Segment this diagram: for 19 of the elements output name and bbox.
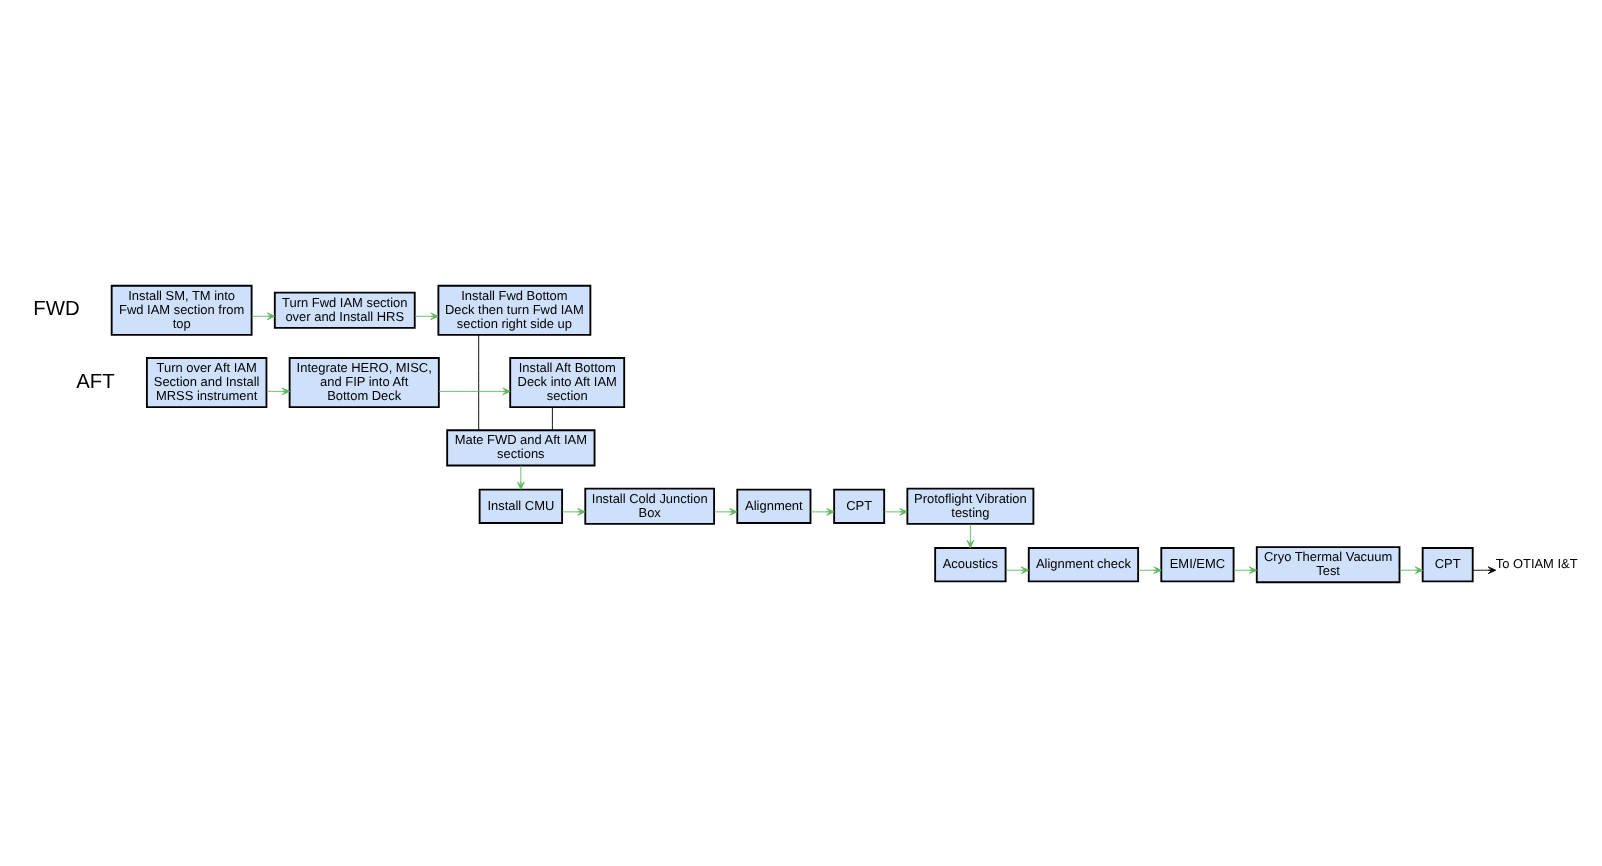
arrow [966,522,975,548]
arrow [1005,565,1030,574]
arrow [1472,565,1497,574]
arrow [810,507,835,515]
arrow [1138,565,1162,574]
arrow [561,507,586,515]
arrow [713,507,738,515]
label: FWD [33,298,80,321]
arrow [1399,565,1424,574]
arrow [883,507,908,515]
connector [478,333,480,430]
label: AFT [76,370,115,393]
connector [551,405,553,430]
arrow [414,311,439,320]
arrow [266,386,290,395]
arrow [438,386,511,395]
arrow [517,464,525,489]
arrow [1233,565,1258,574]
arrow [251,311,276,320]
